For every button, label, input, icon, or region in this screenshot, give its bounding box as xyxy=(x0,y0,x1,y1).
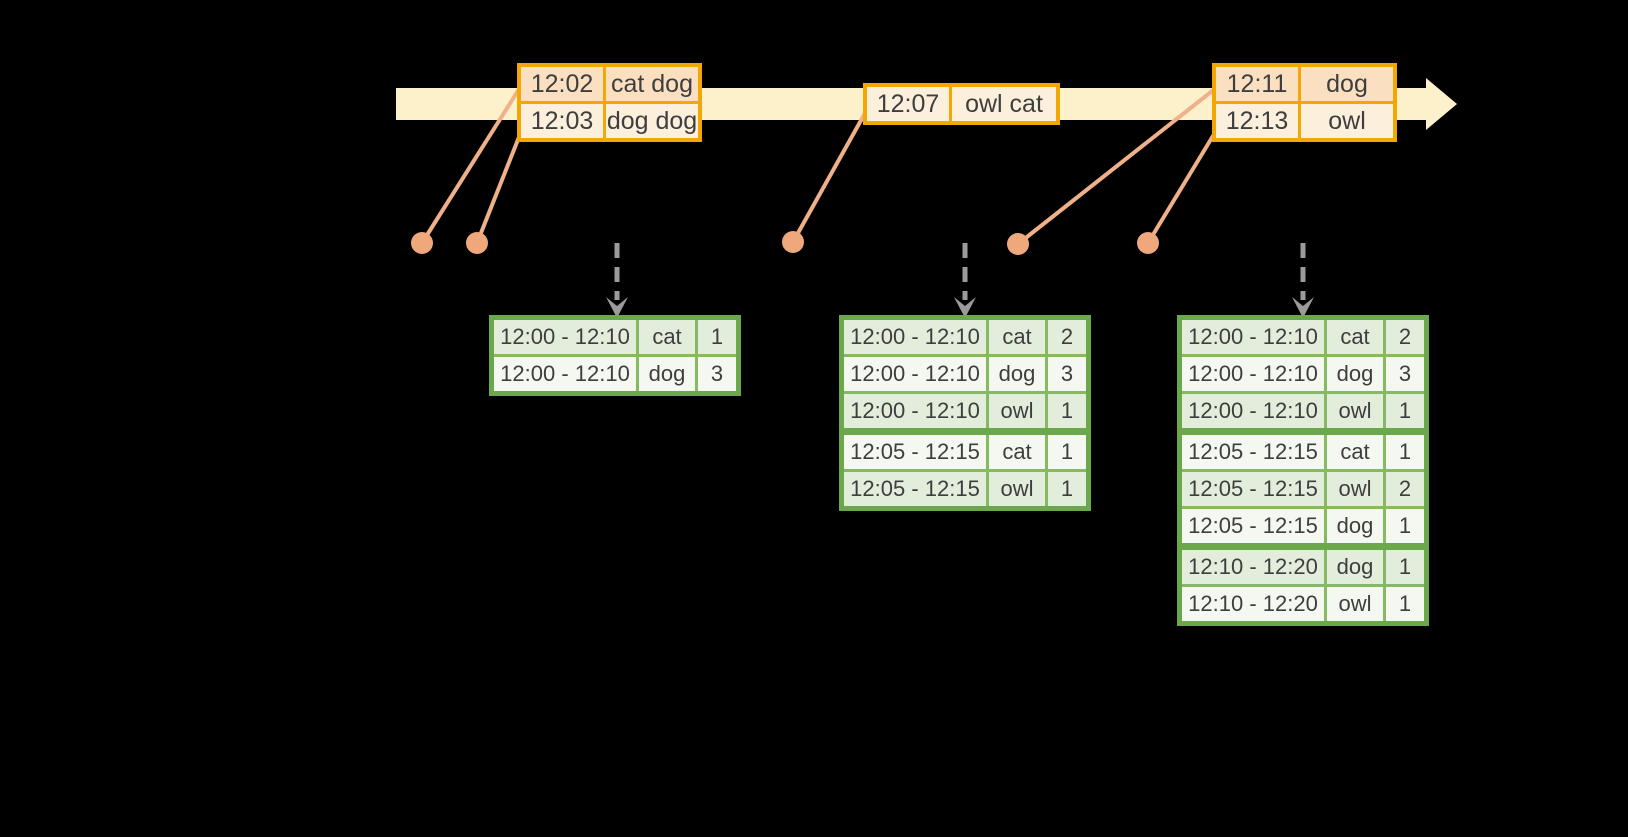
count-cell: 2 xyxy=(1383,316,1428,357)
word-cell: owl xyxy=(1324,584,1386,625)
count-cell: 2 xyxy=(1383,469,1428,509)
table-row: 12:05 - 12:15 owl 2 xyxy=(1178,469,1428,509)
count-cell: 1 xyxy=(1045,469,1090,510)
window-cell: 12:00 - 12:10 xyxy=(490,354,639,395)
window-cell: 12:00 - 12:10 xyxy=(1178,391,1327,433)
word-cell: owl xyxy=(986,469,1048,510)
count-cell: 1 xyxy=(1045,391,1090,433)
word-cell: cat xyxy=(636,316,698,357)
event-words-cell: cat dog xyxy=(603,63,702,104)
event-time-cell: 12:11 xyxy=(1212,63,1301,104)
event-dot-icon xyxy=(466,232,488,254)
table-row: 12:00 - 12:10 dog 3 xyxy=(840,354,1090,394)
word-cell: cat xyxy=(1324,316,1386,357)
count-cell: 1 xyxy=(1383,428,1428,472)
window-cell: 12:00 - 12:10 xyxy=(490,316,639,357)
trigger-arrowhead-icon xyxy=(954,297,976,318)
event-time-cell: 12:07 xyxy=(863,83,952,125)
table-row: 12:11 dog xyxy=(1212,63,1397,104)
table-row: 12:02 cat dog xyxy=(517,63,702,104)
window-cell: 12:10 - 12:20 xyxy=(1178,584,1327,625)
table-row: 12:00 - 12:10 owl 1 xyxy=(840,391,1090,433)
table-row: 12:00 - 12:10 dog 3 xyxy=(490,354,740,395)
window-cell: 12:00 - 12:10 xyxy=(840,316,989,357)
event-words-cell: owl cat xyxy=(949,83,1060,125)
trigger-arrowhead-icon xyxy=(1292,297,1314,318)
word-cell: cat xyxy=(1324,428,1386,472)
word-cell: cat xyxy=(986,428,1048,472)
result-table-3: 12:00 - 12:10 cat 2 12:00 - 12:10 dog 3 … xyxy=(1177,315,1429,626)
window-cell: 12:00 - 12:10 xyxy=(840,354,989,394)
event-words-cell: dog dog xyxy=(603,101,702,142)
count-cell: 1 xyxy=(1383,584,1428,625)
connector-line xyxy=(1146,129,1218,245)
table-row: 12:00 - 12:10 dog 3 xyxy=(1178,354,1428,394)
event-table-3: 12:11 dog 12:13 owl xyxy=(1212,63,1397,142)
word-cell: dog xyxy=(636,354,698,395)
event-time-cell: 12:03 xyxy=(517,101,606,142)
table-row: 12:05 - 12:15 cat 1 xyxy=(840,428,1090,472)
event-table-1: 12:02 cat dog 12:03 dog dog xyxy=(517,63,702,142)
result-table-1: 12:00 - 12:10 cat 1 12:00 - 12:10 dog 3 xyxy=(489,315,741,396)
connector-line xyxy=(420,84,523,245)
count-cell: 3 xyxy=(1383,354,1428,394)
table-row: 12:05 - 12:15 dog 1 xyxy=(1178,506,1428,548)
table-row: 12:00 - 12:10 cat 2 xyxy=(1178,316,1428,357)
table-row: 12:03 dog dog xyxy=(517,101,702,142)
connector-line xyxy=(475,126,525,244)
window-cell: 12:05 - 12:15 xyxy=(840,428,989,472)
word-cell: dog xyxy=(1324,506,1386,548)
window-cell: 12:05 - 12:15 xyxy=(1178,428,1327,472)
word-cell: dog xyxy=(986,354,1048,394)
table-row: 12:10 - 12:20 owl 1 xyxy=(1178,584,1428,625)
count-cell: 3 xyxy=(1045,354,1090,394)
event-words-cell: owl xyxy=(1298,101,1397,142)
result-table-2: 12:00 - 12:10 cat 2 12:00 - 12:10 dog 3 … xyxy=(839,315,1091,511)
table-row: 12:00 - 12:10 cat 2 xyxy=(840,316,1090,357)
event-dot-icon xyxy=(1007,233,1029,255)
event-dot-icon xyxy=(782,231,804,253)
window-cell: 12:05 - 12:15 xyxy=(1178,469,1327,509)
connector-line xyxy=(791,105,871,243)
window-cell: 12:05 - 12:15 xyxy=(840,469,989,510)
word-cell: owl xyxy=(986,391,1048,433)
count-cell: 1 xyxy=(1383,391,1428,433)
word-cell: dog xyxy=(1324,543,1386,587)
event-dot-icon xyxy=(1137,232,1159,254)
event-words-cell: dog xyxy=(1298,63,1397,104)
table-row: 12:07 owl cat xyxy=(863,83,1060,125)
table-row: 12:00 - 12:10 owl 1 xyxy=(1178,391,1428,433)
window-cell: 12:00 - 12:10 xyxy=(840,391,989,433)
window-cell: 12:00 - 12:10 xyxy=(1178,316,1327,357)
connector-line xyxy=(1016,86,1218,246)
event-time-cell: 12:13 xyxy=(1212,101,1301,142)
table-row: 12:05 - 12:15 owl 1 xyxy=(840,469,1090,510)
event-time-cell: 12:02 xyxy=(517,63,606,104)
count-cell: 3 xyxy=(695,354,740,395)
word-cell: owl xyxy=(1324,391,1386,433)
table-row: 12:05 - 12:15 cat 1 xyxy=(1178,428,1428,472)
table-row: 12:10 - 12:20 dog 1 xyxy=(1178,543,1428,587)
event-table-2: 12:07 owl cat xyxy=(863,83,1060,125)
word-cell: dog xyxy=(1324,354,1386,394)
window-cell: 12:05 - 12:15 xyxy=(1178,506,1327,548)
table-row: 12:13 owl xyxy=(1212,101,1397,142)
word-cell: cat xyxy=(986,316,1048,357)
count-cell: 1 xyxy=(695,316,740,357)
count-cell: 1 xyxy=(1045,428,1090,472)
word-cell: owl xyxy=(1324,469,1386,509)
count-cell: 1 xyxy=(1383,543,1428,587)
table-row: 12:00 - 12:10 cat 1 xyxy=(490,316,740,357)
window-cell: 12:10 - 12:20 xyxy=(1178,543,1327,587)
count-cell: 1 xyxy=(1383,506,1428,548)
event-dot-icon xyxy=(411,232,433,254)
count-cell: 2 xyxy=(1045,316,1090,357)
trigger-arrowhead-icon xyxy=(606,297,628,318)
timeline-arrowhead-icon xyxy=(1426,78,1457,130)
window-cell: 12:00 - 12:10 xyxy=(1178,354,1327,394)
